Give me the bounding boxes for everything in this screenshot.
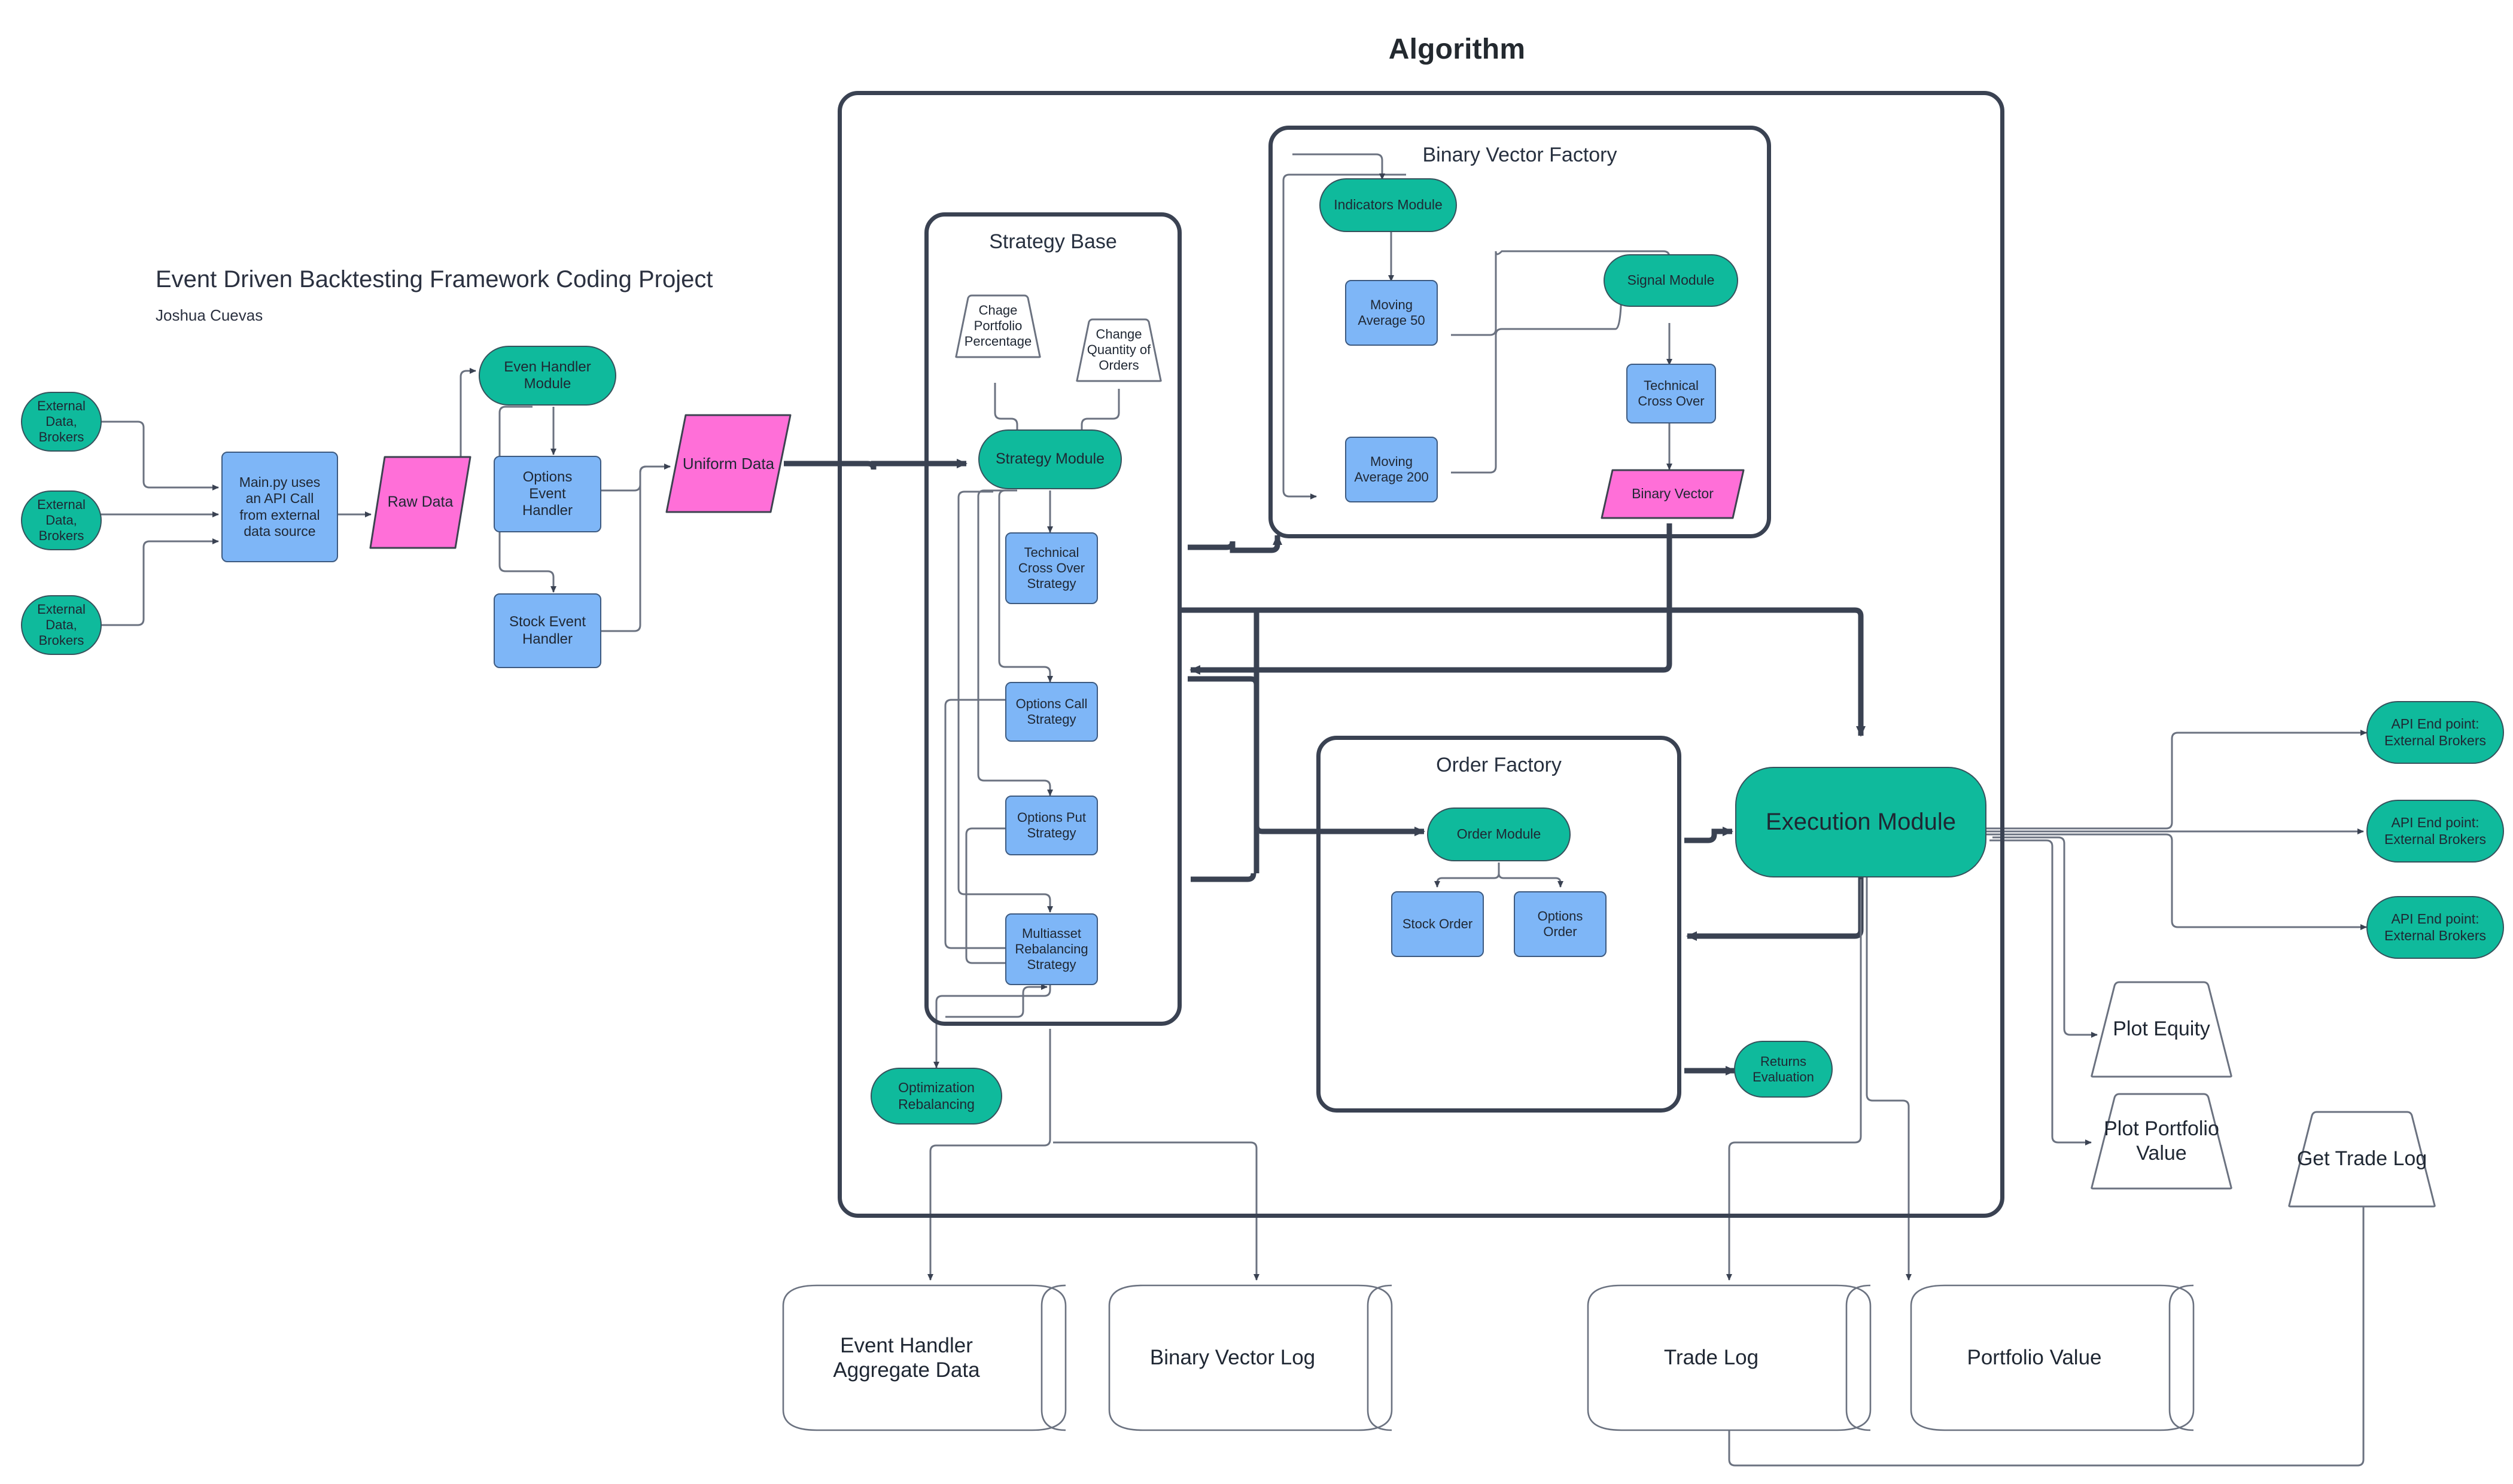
trapezoid-shape (1076, 318, 1162, 382)
main-py-api-call[interactable]: Main.py uses an API Call from external d… (221, 452, 338, 562)
technical-cross-over-strategy[interactable]: Technical Cross Over Strategy (1005, 532, 1098, 604)
group-order-factory-title: Order Factory (1436, 754, 1562, 776)
change-quantity-of-orders-trapezoid[interactable]: Change Quantity of Orders (1071, 317, 1167, 383)
store-portfolio-value[interactable]: Portfolio Value (1909, 1283, 2196, 1433)
indicators-module[interactable]: Indicators Module (1319, 178, 1457, 232)
technical-cross-over[interactable]: Technical Cross Over (1626, 364, 1716, 423)
options-put-strategy[interactable]: Options Put Strategy (1005, 796, 1098, 855)
trapezoid-shape (2288, 1111, 2436, 1208)
group-binary-vector-factory (1268, 126, 1771, 538)
options-event-handler[interactable]: Options Event Handler (494, 456, 601, 532)
cylinder-shape (782, 1284, 1067, 1431)
api-endpoint-external-brokers-1[interactable]: API End point: External Brokers (2366, 701, 2504, 764)
group-strategy-base-title: Strategy Base (989, 230, 1117, 253)
store-binary-vector-log[interactable]: Binary Vector Log (1107, 1283, 1394, 1433)
change-portfolio-percentage-trapezoid[interactable]: Chage Portfolio Percentage (950, 293, 1046, 359)
uniform-data-shape (665, 414, 792, 513)
store-trade-log[interactable]: Trade Log (1586, 1283, 1873, 1433)
moving-average-200[interactable]: Moving Average 200 (1345, 437, 1438, 502)
order-module[interactable]: Order Module (1427, 807, 1571, 861)
returns-evaluation[interactable]: Returns Evaluation (1734, 1041, 1833, 1098)
external-data-broker-1[interactable]: External Data, Brokers (21, 392, 102, 452)
uniform-data-parallelogram[interactable]: Uniform Data (664, 413, 793, 514)
plot-equity-trapezoid[interactable]: Plot Equity (2088, 980, 2235, 1078)
execution-module[interactable]: Execution Module (1735, 767, 1986, 877)
store-event-handler-aggregate-data[interactable]: Event Handler Aggregate Data (781, 1283, 1068, 1433)
stock-event-handler[interactable]: Stock Event Handler (494, 593, 601, 668)
plot-portfolio-value-trapezoid[interactable]: Plot Portfolio Value (2088, 1092, 2235, 1190)
event-handler-module[interactable]: Even Handler Module (479, 346, 616, 406)
cylinder-shape (1587, 1284, 1872, 1431)
group-binary-vector-factory-title: Binary Vector Factory (1422, 144, 1617, 166)
binary-vector-parallelogram[interactable]: Binary Vector (1599, 468, 1746, 520)
trapezoid-shape (955, 294, 1041, 358)
get-trade-log-trapezoid[interactable]: Get Trade Log (2286, 1110, 2438, 1208)
cylinder-shape (1108, 1284, 1393, 1431)
api-endpoint-external-brokers-2[interactable]: API End point: External Brokers (2366, 800, 2504, 863)
external-data-broker-3[interactable]: External Data, Brokers (21, 595, 102, 655)
stock-order[interactable]: Stock Order (1391, 891, 1484, 957)
project-title: Event Driven Backtesting Framework Codin… (156, 266, 713, 292)
multiasset-rebalancing-strategy[interactable]: Multiasset Rebalancing Strategy (1005, 913, 1098, 985)
signal-module[interactable]: Signal Module (1604, 254, 1738, 307)
cylinder-shape (1910, 1284, 2195, 1431)
raw-data-shape (369, 456, 471, 549)
strategy-module[interactable]: Strategy Module (978, 429, 1122, 489)
trapezoid-shape (2091, 1093, 2232, 1190)
group-algorithm (838, 91, 2004, 1218)
external-data-broker-2[interactable]: External Data, Brokers (21, 490, 102, 550)
raw-data-parallelogram[interactable]: Raw Data (368, 455, 473, 550)
options-order[interactable]: Options Order (1514, 891, 1607, 957)
group-order-factory (1316, 736, 1681, 1113)
optimization-rebalancing[interactable]: Optimization Rebalancing (871, 1068, 1002, 1125)
binary-vector-shape (1601, 469, 1745, 519)
options-call-strategy[interactable]: Options Call Strategy (1005, 682, 1098, 742)
page-title: Algorithm (1388, 33, 1526, 65)
trapezoid-shape (2091, 981, 2232, 1078)
author-byline: Joshua Cuevas (156, 306, 263, 324)
group-strategy-base (924, 212, 1182, 1026)
api-endpoint-external-brokers-3[interactable]: API End point: External Brokers (2366, 896, 2504, 959)
moving-average-50[interactable]: Moving Average 50 (1345, 280, 1438, 346)
